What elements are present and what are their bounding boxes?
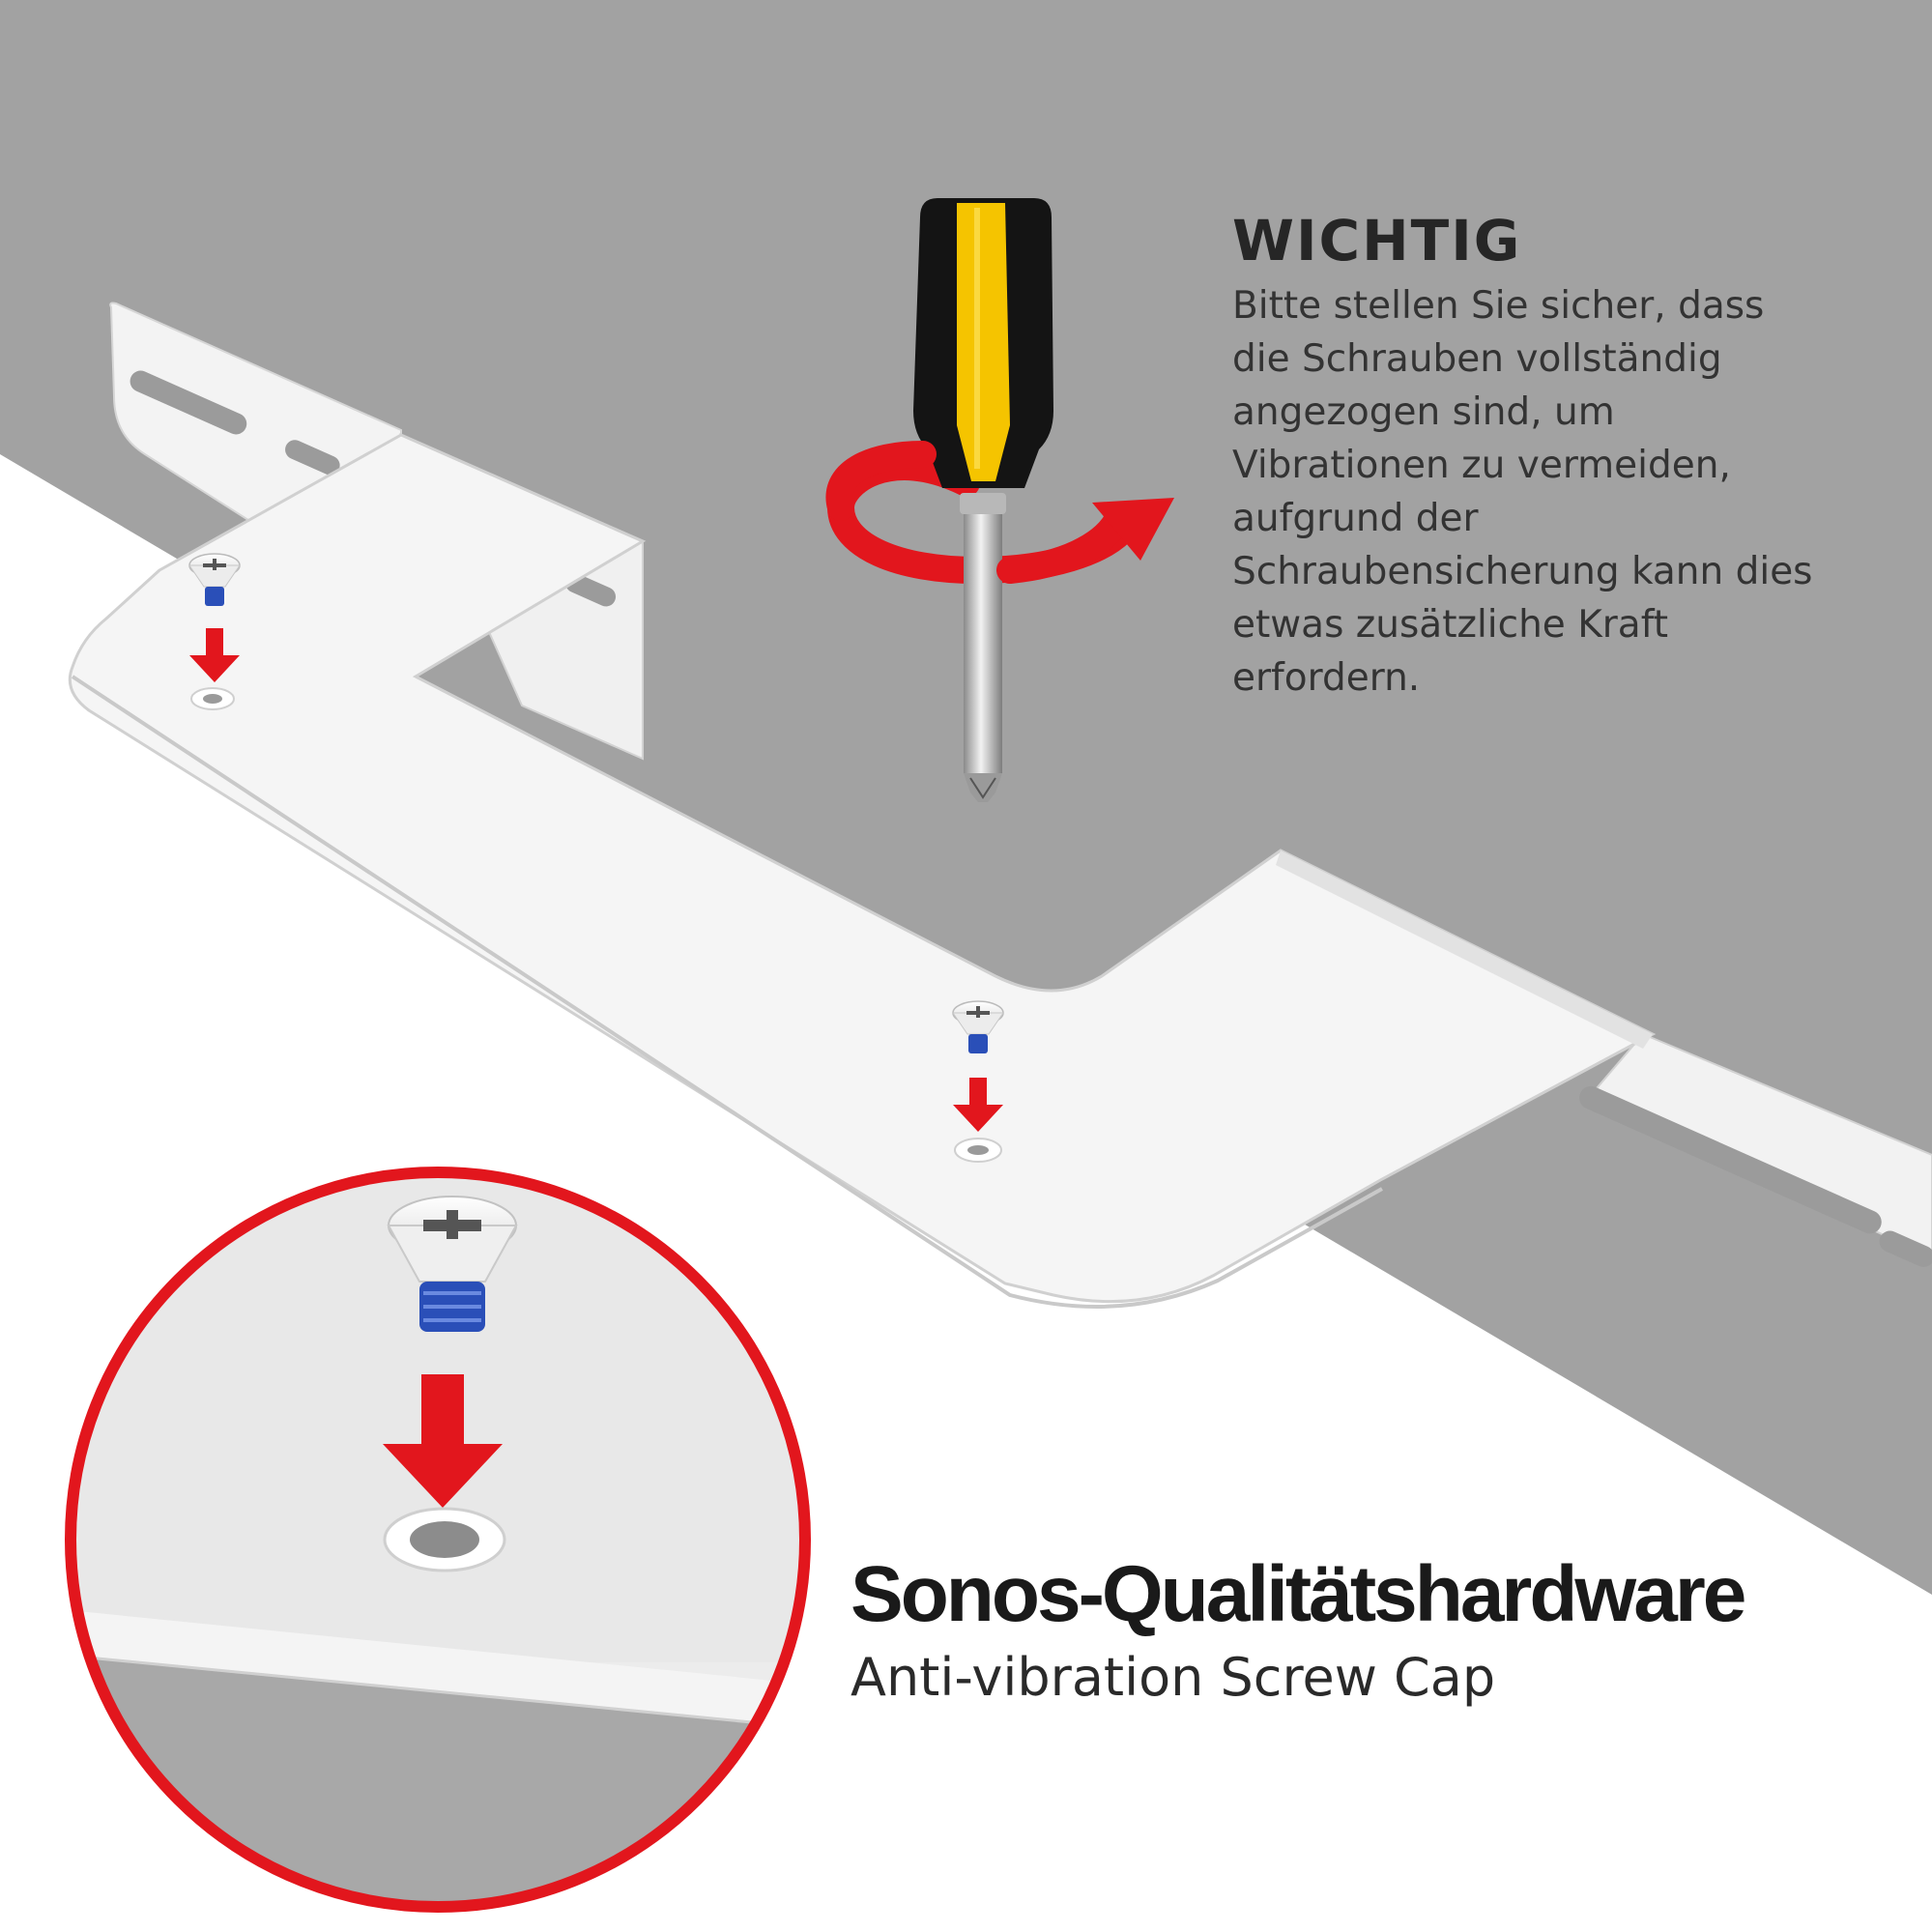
bracket-slot bbox=[1579, 1085, 1882, 1234]
bracket-slot bbox=[285, 440, 340, 476]
bracket-slot bbox=[565, 573, 617, 607]
screw-icon bbox=[188, 553, 241, 606]
notice-body: Bitte stellen Sie sicher, dass die Schra… bbox=[1232, 284, 1813, 700]
caption-subtitle: Anti-vibration Screw Cap bbox=[851, 1647, 1496, 1708]
bracket-slot bbox=[1879, 1230, 1932, 1267]
caption-title: Sonos-Qualitätshardware bbox=[851, 1550, 1746, 1638]
magnifier-circle bbox=[65, 1167, 811, 1913]
bracket-slot bbox=[130, 370, 247, 435]
wall bbox=[0, 0, 1932, 1595]
product-caption: Sonos-Qualitätshardware Anti-vibration S… bbox=[851, 1546, 1914, 1713]
down-arrow-icon bbox=[189, 628, 240, 682]
down-arrow-icon bbox=[953, 1078, 1003, 1132]
screwdriver-icon bbox=[825, 198, 1174, 802]
screw-icon bbox=[952, 1000, 1004, 1053]
notice-heading: WICHTIG bbox=[1232, 208, 1522, 274]
important-notice: WICHTIG Bitte stellen Sie sicher, dass d… bbox=[1232, 208, 1909, 705]
bracket bbox=[68, 302, 1932, 1309]
